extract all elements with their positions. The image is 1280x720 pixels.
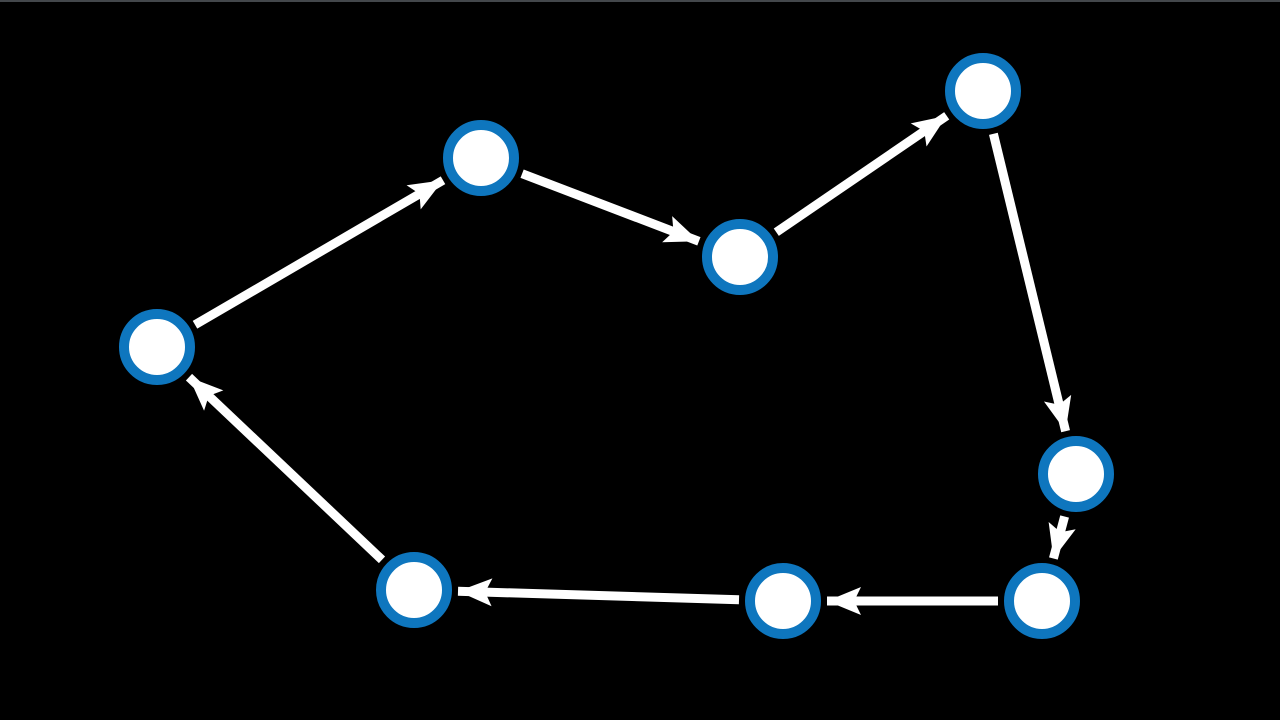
- graph-edge-node-right-to-node-bottom-right: [1048, 515, 1076, 560]
- graph-edge-node-upper-left-to-node-middle: [520, 169, 701, 246]
- graph-node-bottom-left: [376, 552, 452, 628]
- graph-edge-node-top-right-to-node-right: [989, 132, 1072, 433]
- graph-edge-node-bottom-left-to-node-left: [185, 373, 386, 564]
- graph-node-bottom-right: [1004, 563, 1080, 639]
- graph-node-middle: [702, 219, 778, 295]
- graph-node-upper-left: [443, 120, 519, 196]
- graph-node-left: [119, 309, 195, 385]
- graph-node-bottom-middle: [745, 563, 821, 639]
- graph-node-top-right: [945, 53, 1021, 129]
- graph-edge-node-left-to-node-upper-left: [192, 176, 446, 329]
- graph-edge-node-bottom-middle-to-node-bottom-left: [457, 578, 740, 607]
- graph-node-right: [1038, 436, 1114, 512]
- graph-edge-node-middle-to-node-top-right: [773, 112, 950, 236]
